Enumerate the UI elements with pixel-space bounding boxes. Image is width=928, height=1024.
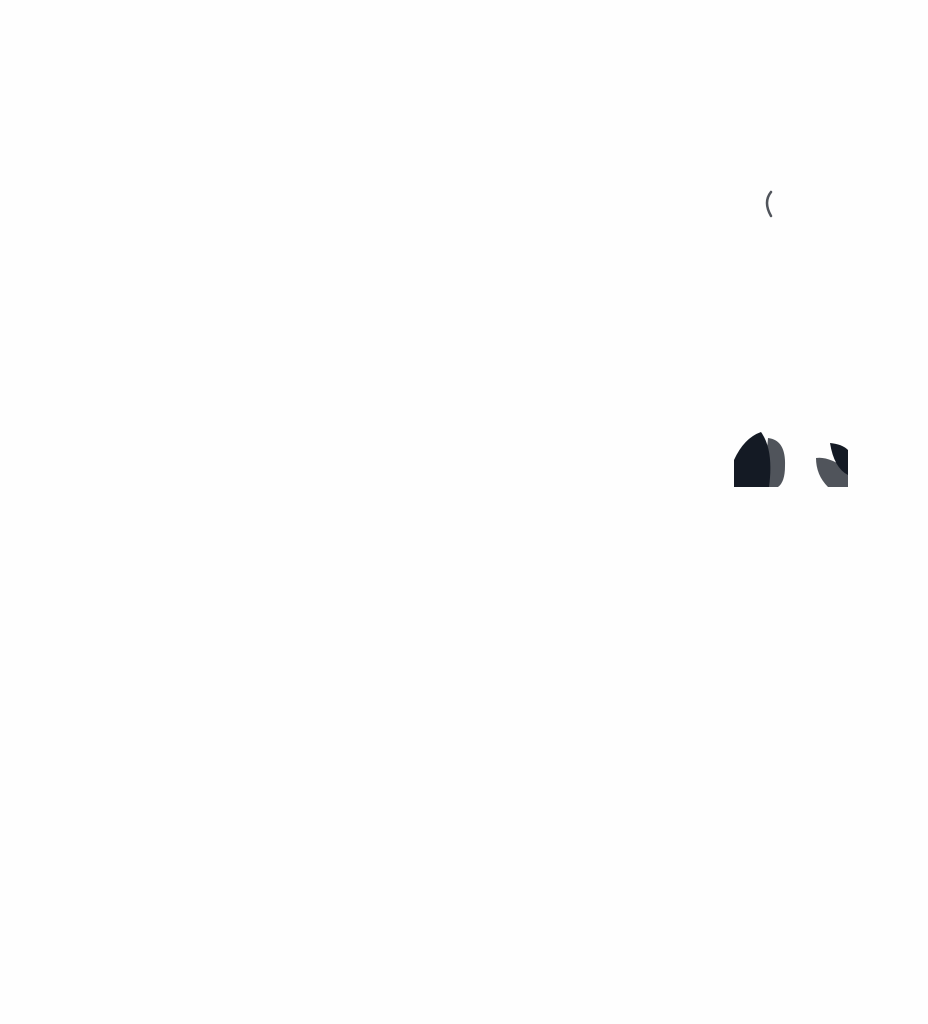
leaf-shapes-logo	[734, 432, 848, 487]
leaf-dark-right	[830, 443, 848, 475]
leaf-dark-left	[734, 432, 771, 487]
loading-arc-icon	[765, 190, 773, 218]
